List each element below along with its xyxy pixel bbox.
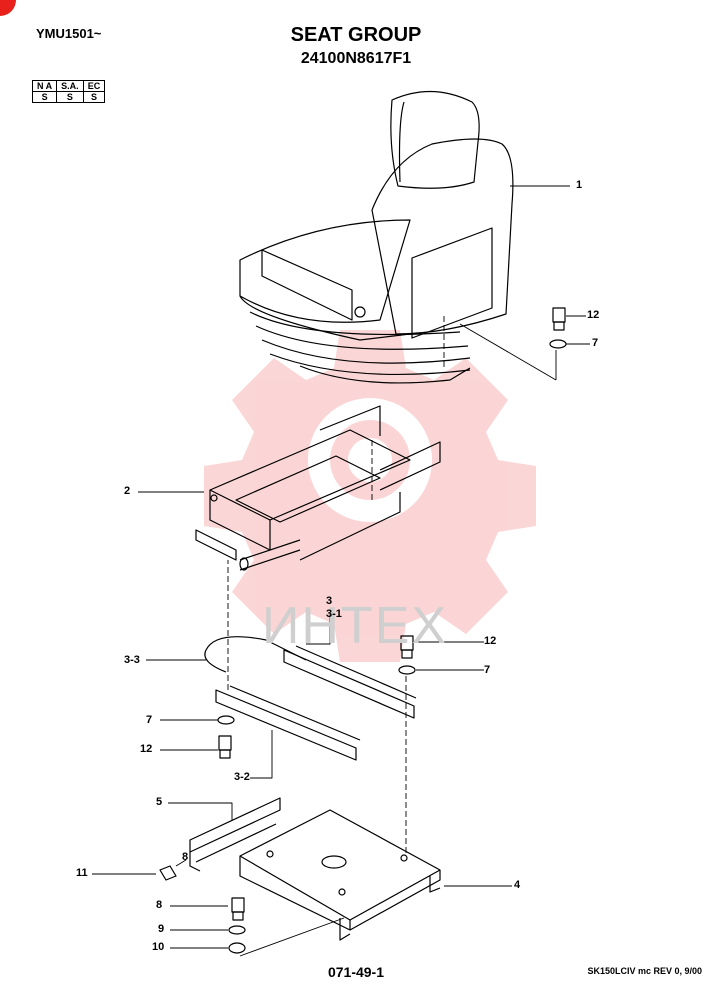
watermark-text: ИНТЕХ (262, 597, 449, 655)
callout-label: 10 (152, 941, 165, 953)
slide-rail-assembly (204, 636, 417, 761)
page-title: SEAT GROUP (290, 24, 422, 46)
callout-label: 12 (140, 743, 153, 755)
region-table: N A S.A. EC S S S (31, 80, 106, 103)
callout-label: 12 (587, 309, 600, 321)
callout-label: 7 (484, 664, 491, 676)
watermark-gear-icon (204, 330, 536, 662)
page-code: 071-49-1 (327, 964, 385, 980)
callout-label: 1 (576, 179, 583, 191)
part-number: 24100N8617F1 (300, 50, 412, 67)
callout-label: 3 (326, 595, 333, 607)
callout-label: 7 (592, 337, 599, 349)
seat-bracket (195, 405, 441, 571)
callout-label: 3-2 (234, 771, 250, 783)
callout-label: 5 (156, 796, 163, 808)
base-plate (239, 809, 441, 941)
region-header: EC (82, 80, 106, 92)
callout-label: 7 (146, 714, 153, 726)
region-header: S.A. (56, 80, 84, 92)
seat-assembly (239, 90, 514, 384)
model-code: YMU1501~ (36, 26, 102, 41)
callout-label: 3-1 (326, 608, 342, 620)
region-value: S (56, 91, 84, 103)
region-header: N A (31, 80, 58, 92)
region-value: S (82, 91, 106, 103)
callout-label: 9 (158, 923, 165, 935)
revision-note: SK150LCIV mc REV 0, 9/00 (587, 966, 702, 976)
sub-bracket (189, 797, 281, 872)
callout-label: 2 (124, 485, 131, 497)
callout-label: 12 (484, 635, 497, 647)
callout-label: 3-3 (124, 654, 140, 666)
callout-label: 8 (156, 899, 163, 911)
callout-label: 8 (182, 851, 189, 863)
corner-badge (0, 0, 16, 16)
leader-lines (92, 185, 590, 957)
callout-label: 4 (514, 879, 521, 891)
hardware-bolt-icon (159, 307, 566, 921)
region-value: S (31, 91, 58, 103)
callout-label: 11 (76, 867, 88, 879)
